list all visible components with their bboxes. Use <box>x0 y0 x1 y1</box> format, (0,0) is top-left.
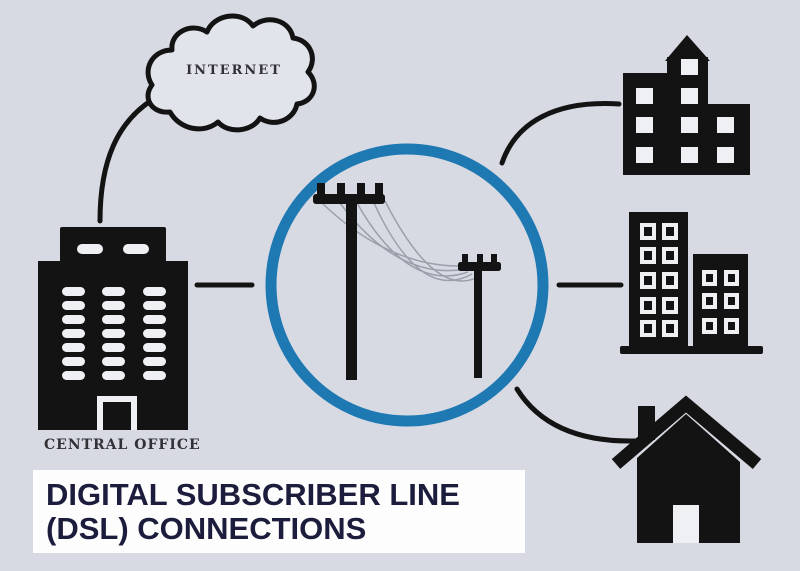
title-panel: DIGITAL SUBSCRIBER LINE (DSL) CONNECTION… <box>33 470 525 553</box>
central-office-windows <box>62 287 166 380</box>
house-door <box>673 505 699 543</box>
apartment-windows <box>640 223 739 337</box>
central-office-door <box>97 396 137 430</box>
title-line-2: (DSL) CONNECTIONS <box>46 510 367 546</box>
connector-circle-to-house <box>514 386 638 444</box>
internet-cloud-icon <box>145 13 317 133</box>
connector-cloud-to-office <box>97 97 155 224</box>
central-office-icon <box>38 227 188 430</box>
local-loop-icon <box>265 143 549 427</box>
title-line-1: DIGITAL SUBSCRIBER LINE <box>46 476 460 512</box>
house-roof <box>611 395 762 469</box>
telephone-pole-large-icon <box>313 183 385 380</box>
telephone-wires <box>321 200 481 282</box>
telephone-pole-small-icon <box>458 254 501 378</box>
loop-circle <box>265 143 549 427</box>
internet-label: INTERNET <box>186 63 282 78</box>
house-icon <box>611 395 762 543</box>
house-body <box>637 414 740 543</box>
office-building-windows <box>636 59 734 163</box>
office-building-icon <box>623 35 750 175</box>
connector-circle-to-building <box>499 101 622 166</box>
apartment-building-icon <box>620 212 763 354</box>
central-office-label: CENTRAL OFFICE <box>44 437 201 453</box>
